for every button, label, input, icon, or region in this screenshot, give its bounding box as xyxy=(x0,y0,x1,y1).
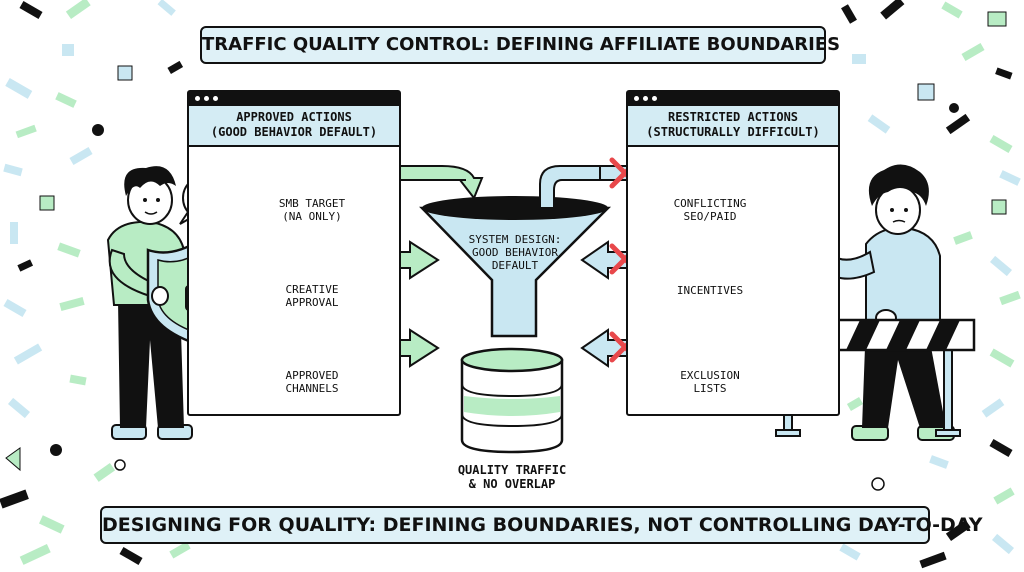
database-icon xyxy=(460,347,564,454)
restricted-item-exclusion-lists: EXCLUSION LISTS xyxy=(664,369,756,395)
funnel-label: SYSTEM DESIGN: GOOD BEHAVIOR DEFAULT xyxy=(452,233,578,272)
approved-actions-panel: APPROVED ACTIONS (GOOD BEHAVIOR DEFAULT) xyxy=(187,90,401,416)
approved-item-creative-approval: CREATIVE APPROVAL xyxy=(272,283,352,309)
approved-item-label: SMB TARGET xyxy=(278,197,346,210)
restricted-item-label: INCENTIVES xyxy=(676,284,744,297)
restricted-item-label: EXCLUSION xyxy=(680,369,740,382)
database-label-line: & NO OVERLAP xyxy=(468,477,556,491)
restricted-actions-panel: RESTRICTED ACTIONS (STRUCTURALLY DIFFICU… xyxy=(626,90,840,416)
restricted-item-sublabel: SEO/PAID xyxy=(683,210,737,223)
restricted-item-incentives: INCENTIVES xyxy=(664,284,756,297)
approved-item-label: APPROVED xyxy=(285,369,339,382)
approved-item-label: CREATIVE xyxy=(285,283,339,296)
approved-item-sublabel: CHANNELS xyxy=(285,382,339,395)
restricted-item-sublabel: LISTS xyxy=(693,382,727,395)
restricted-actions-header: RESTRICTED ACTIONS (STRUCTURALLY DIFFICU… xyxy=(628,106,838,147)
database-label-line: QUALITY TRAFFIC xyxy=(457,463,567,477)
restricted-item-conflicting-seo-paid: CONFLICTING SEO/PAID xyxy=(664,197,756,223)
approved-item-smb-target: SMB TARGET (NA ONLY) xyxy=(272,197,352,223)
approved-item-sublabel: APPROVAL xyxy=(285,296,339,309)
approved-header-subtitle: (GOOD BEHAVIOR DEFAULT) xyxy=(210,125,378,139)
database-label: QUALITY TRAFFIC & NO OVERLAP xyxy=(432,463,592,491)
approved-actions-header: APPROVED ACTIONS (GOOD BEHAVIOR DEFAULT) xyxy=(189,106,399,147)
approved-header-title: APPROVED ACTIONS xyxy=(236,110,352,124)
restricted-header-subtitle: (STRUCTURALLY DIFFICULT) xyxy=(646,125,820,139)
page-title: TRAFFIC QUALITY CONTROL: DEFINING AFFILI… xyxy=(200,26,840,64)
funnel-label-line: SYSTEM DESIGN: xyxy=(468,233,562,246)
window-title-bar xyxy=(189,92,399,106)
footer-banner: DESIGNING FOR QUALITY: DEFINING BOUNDARI… xyxy=(100,506,982,544)
window-title-bar xyxy=(628,92,838,106)
approved-item-sublabel: (NA ONLY) xyxy=(282,210,342,223)
restricted-item-label: CONFLICTING xyxy=(673,197,747,210)
funnel-label-line: DEFAULT xyxy=(491,259,539,272)
approved-item-approved-channels: APPROVED CHANNELS xyxy=(272,369,352,395)
restricted-header-title: RESTRICTED ACTIONS xyxy=(667,110,799,124)
funnel-label-line: GOOD BEHAVIOR xyxy=(471,246,559,259)
